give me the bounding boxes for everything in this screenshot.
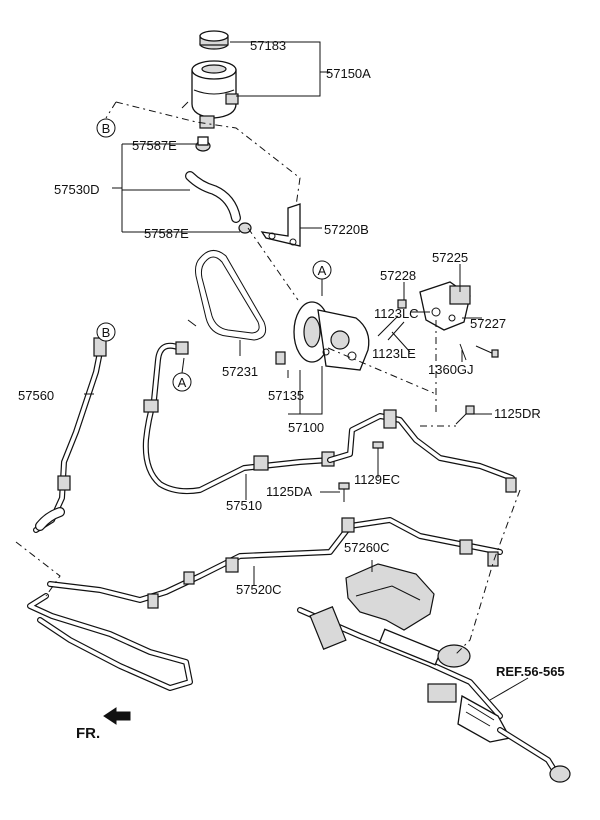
- ref-bubble-a-hose: A: [172, 357, 192, 392]
- heat-shield: [345, 563, 435, 631]
- callout-57560: 57560: [18, 388, 54, 403]
- hose-clamp-bottom: [238, 222, 252, 234]
- ref-bubble-b-hose: B: [96, 322, 116, 342]
- pressure-hose: [142, 341, 517, 495]
- ref-bubble-b-hose-label: B: [102, 325, 111, 340]
- ref-bubble-b-reservoir: B: [96, 118, 116, 138]
- callout-57150a: 57150A: [326, 66, 371, 81]
- reservoir-bracket: [260, 203, 301, 247]
- return-tube: [27, 517, 503, 691]
- reservoir-cap: [199, 30, 229, 50]
- callout-1129ec: 1129EC: [354, 472, 400, 487]
- callout-57183: 57183: [250, 38, 286, 53]
- hose-clamp-top: [195, 136, 211, 152]
- callout-ref-56-565: REF.56-565: [496, 664, 565, 679]
- front-label: FR.: [76, 725, 100, 742]
- ref-bubble-a-pump: A: [312, 260, 332, 296]
- suction-hose: [185, 171, 241, 223]
- callout-1125dr: 1125DR: [494, 406, 541, 421]
- callout-1123lc: 1123LC: [374, 306, 419, 321]
- return-hose: [33, 337, 107, 533]
- power-steering-pump: [275, 301, 370, 371]
- pump-bracket: [419, 281, 471, 331]
- callout-57231: 57231: [222, 364, 258, 379]
- drive-belt: [195, 250, 267, 341]
- callout-57587e-top: 57587E: [132, 138, 177, 153]
- ref-bubble-b-reservoir-label: B: [102, 121, 111, 136]
- callout-57510: 57510: [226, 498, 262, 513]
- steering-gear: [297, 606, 571, 783]
- leader-lines: [15, 41, 529, 701]
- callout-57135: 57135: [268, 388, 304, 403]
- callout-57587e-bottom: 57587E: [144, 226, 189, 241]
- callout-57220b: 57220B: [324, 222, 369, 237]
- ref-bubble-a-hose-label: A: [178, 375, 187, 390]
- callout-57260c: 57260C: [344, 540, 390, 555]
- callout-57225: 57225: [432, 250, 468, 265]
- callout-57227: 57227: [470, 316, 506, 331]
- callout-57530d: 57530D: [54, 182, 100, 197]
- bolts-group: [338, 299, 499, 502]
- callout-1360gj: 1360GJ: [428, 362, 474, 377]
- callout-57228: 57228: [380, 268, 416, 283]
- reservoir-tank: [181, 60, 239, 129]
- callout-57100: 57100: [288, 420, 324, 435]
- front-direction-arrow-icon: [103, 707, 131, 725]
- callout-1123le: 1123LE: [372, 346, 416, 361]
- callout-57520c: 57520C: [236, 582, 282, 597]
- ref-bubble-a-pump-label: A: [318, 263, 327, 278]
- callout-1125da: 1125DA: [266, 484, 312, 499]
